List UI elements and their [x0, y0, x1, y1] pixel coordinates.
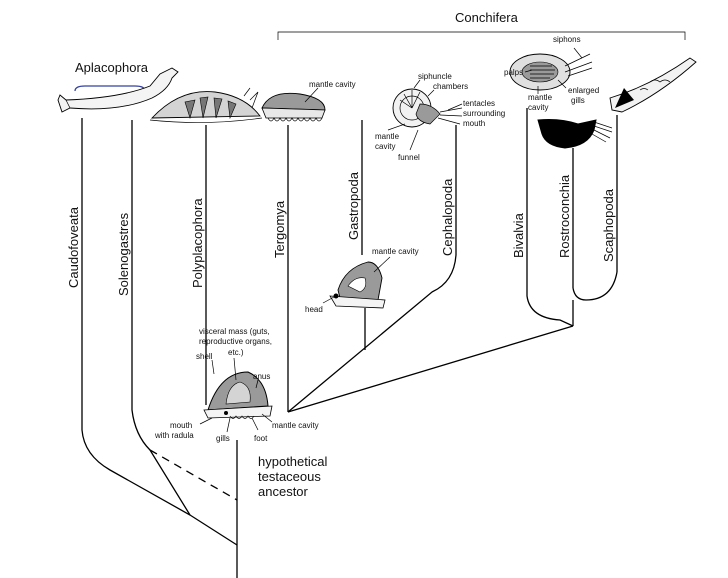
palps-label: palps — [504, 68, 523, 77]
mouth-label-1: mouth — [170, 421, 192, 430]
anus-label: anus — [253, 372, 270, 381]
dashed-branch — [149, 449, 238, 501]
taxon-labels: Caudofoveata Solenogastres Polyplacophor… — [66, 171, 616, 296]
visceral-label-3: etc.) — [228, 348, 244, 357]
cephalopoda-illustration: siphuncle chambers tentacles surrounding… — [375, 72, 505, 162]
branch-conchifera-main — [287, 325, 574, 413]
siphons-label: siphons — [553, 35, 581, 44]
polyplacophora-illustration — [149, 87, 263, 123]
enlarged-gills-label-2: gills — [571, 96, 585, 105]
branch-caudofoveata — [81, 118, 238, 546]
taxon-cephalopoda: Cephalopoda — [440, 178, 455, 256]
gills-label: gills — [216, 434, 230, 443]
tergomya-mantle-cavity-label: mantle cavity — [309, 80, 356, 89]
mouth-label-2: with radula — [154, 431, 194, 440]
rostroconchia-illustration — [537, 119, 613, 149]
taxon-tergomya: Tergomya — [272, 200, 287, 258]
taxon-polyplacophora: Polyplacophora — [190, 198, 205, 288]
taxon-caudofoveata: Caudofoveata — [66, 206, 81, 288]
join-rostro-scapho — [572, 271, 618, 301]
ancestor-caption-line-2: testaceous — [258, 469, 321, 484]
aplacophora-label: Aplacophora — [75, 60, 149, 75]
taxon-solenogastres: Solenogastres — [116, 212, 131, 296]
siphuncle-label: siphuncle — [418, 72, 452, 81]
ceph-mantle-label-1: mantle — [375, 132, 400, 141]
bivalvia-illustration: siphons palps enlarged gills mantle cavi… — [504, 35, 599, 112]
tergomya-illustration: mantle cavity — [261, 80, 356, 122]
chambers-label: chambers — [433, 82, 468, 91]
taxon-bivalvia: Bivalvia — [511, 212, 526, 258]
tentacles-label-2: surrounding — [463, 109, 505, 118]
gastropod-head-label: head — [305, 305, 323, 314]
bivalve-mantle-label-1: mantle — [528, 93, 553, 102]
ancestor-mantle-cavity-label: mantle cavity — [272, 421, 319, 430]
visceral-label-2: reproductive organs, — [199, 337, 272, 346]
tentacles-label-3: mouth — [463, 119, 485, 128]
scaphopoda-illustration — [609, 57, 697, 113]
conchifera-bracket: Conchifera — [277, 10, 686, 40]
tentacles-label-1: tentacles — [463, 99, 495, 108]
gastropod-mantle-cavity-label: mantle cavity — [372, 247, 419, 256]
taxon-scaphopoda: Scaphopoda — [601, 188, 616, 262]
conchifera-label: Conchifera — [455, 10, 519, 25]
funnel-label: funnel — [398, 153, 420, 162]
caudofoveata-illustration — [57, 67, 179, 113]
ancestor-caption-line-3: ancestor — [258, 484, 309, 499]
branch-solenogastres — [131, 120, 191, 516]
branch-bivalvia — [526, 108, 574, 327]
ceph-mantle-label-2: cavity — [375, 142, 395, 151]
tree-branches — [81, 108, 618, 578]
aplacophora-bracket: Aplacophora — [74, 60, 149, 92]
visceral-label-1: visceral mass (guts, — [199, 327, 270, 336]
ancestor-illustration: visceral mass (guts, reproductive organs… — [154, 327, 319, 443]
taxon-rostroconchia: Rostroconchia — [557, 174, 572, 258]
foot-label: foot — [254, 434, 268, 443]
taxon-gastropoda: Gastropoda — [346, 171, 361, 240]
branch-cephalopoda — [287, 125, 457, 413]
bivalve-mantle-label-2: cavity — [528, 103, 548, 112]
ancestor-caption: hypothetical testaceous ancestor — [258, 454, 327, 499]
gastropoda-illustration: mantle cavity head — [305, 247, 419, 314]
enlarged-gills-label-1: enlarged — [568, 86, 599, 95]
shell-label: shell — [196, 352, 213, 361]
ancestor-caption-line-1: hypothetical — [258, 454, 327, 469]
